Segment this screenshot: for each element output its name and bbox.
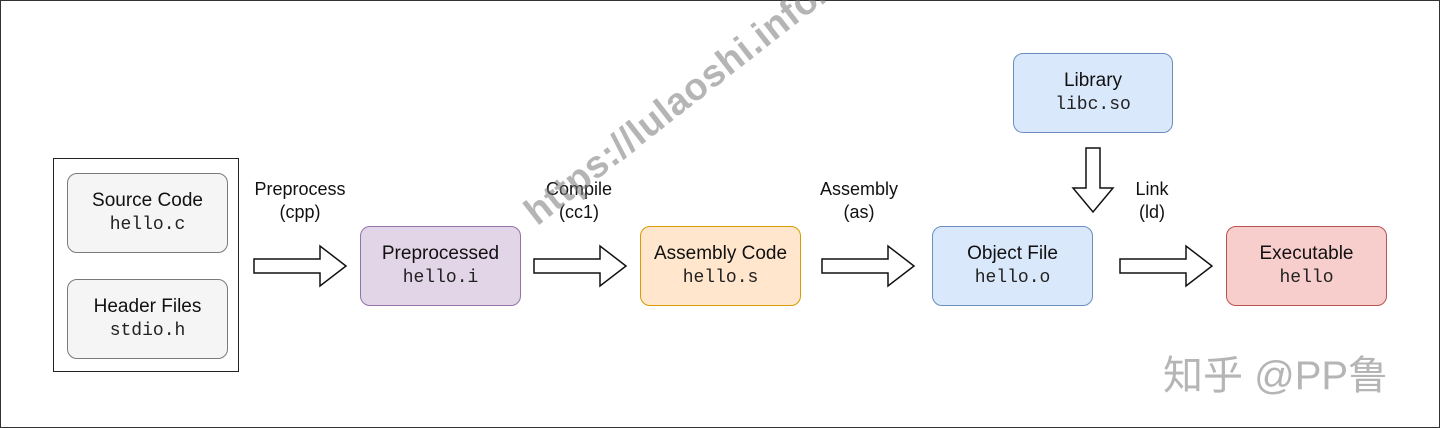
assembly-label-line2: (as): [843, 202, 875, 222]
preprocess-arrow: [253, 244, 348, 288]
compile-arrow: [533, 244, 628, 288]
preprocessed-file: hello.i: [402, 268, 479, 288]
executable-node: Executable hello: [1226, 226, 1387, 306]
object-file-file: hello.o: [974, 268, 1051, 288]
library-down-arrow: [1071, 147, 1115, 214]
link-label-line2: (ld): [1139, 202, 1165, 222]
library-file: libc.so: [1055, 95, 1131, 115]
executable-title: Executable: [1259, 243, 1354, 264]
compile-label: Compile (cc1): [509, 178, 649, 224]
preprocessed-node: Preprocessed hello.i: [360, 226, 521, 306]
brand-watermark: 知乎 @PP鲁: [1163, 354, 1389, 398]
executable-file: hello: [1279, 268, 1334, 288]
source-code-node: Source Code hello.c: [67, 173, 228, 253]
preprocess-label-line1: Preprocess: [254, 179, 346, 199]
library-node: Library libc.so: [1013, 53, 1173, 133]
object-file-title: Object File: [967, 243, 1058, 264]
preprocess-label-line2: (cpp): [279, 202, 321, 222]
link-label: Link (ld): [1082, 178, 1222, 224]
compile-label-line1: Compile: [545, 179, 613, 199]
source-code-file: hello.c: [109, 215, 186, 235]
assembly-code-file: hello.s: [682, 268, 759, 288]
assembly-label-line1: Assembly: [819, 179, 899, 199]
compile-label-line2: (cc1): [559, 202, 599, 222]
link-arrow: [1119, 244, 1214, 288]
assembly-arrow: [821, 244, 916, 288]
object-file-node: Object File hello.o: [932, 226, 1093, 306]
assembly-code-node: Assembly Code hello.s: [640, 226, 801, 306]
header-files-node: Header Files stdio.h: [67, 279, 228, 359]
assembly-code-title: Assembly Code: [653, 243, 788, 264]
assembly-label: Assembly (as): [789, 178, 929, 224]
preprocessed-title: Preprocessed: [381, 243, 500, 264]
header-files-title: Header Files: [93, 296, 202, 317]
preprocess-label: Preprocess (cpp): [230, 178, 370, 224]
library-title: Library: [1063, 70, 1123, 91]
header-files-file: stdio.h: [109, 321, 186, 341]
link-label-line1: Link: [1135, 179, 1169, 199]
source-code-title: Source Code: [92, 190, 203, 211]
